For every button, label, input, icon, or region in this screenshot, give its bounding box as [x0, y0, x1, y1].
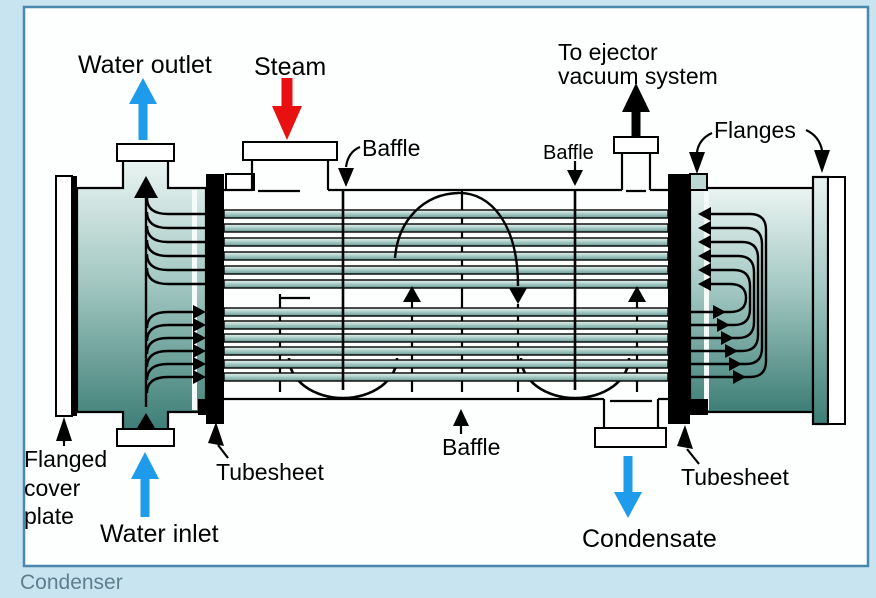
water-inlet-arrow	[131, 452, 159, 517]
tube	[223, 209, 669, 219]
flow-arrow-down	[509, 288, 527, 304]
baffle-left-pointer	[338, 168, 354, 187]
tube	[223, 320, 669, 330]
tube	[223, 359, 669, 369]
tubesheet-left-pointer	[208, 422, 224, 446]
label-tubesheet-right: Tubesheet	[681, 464, 789, 490]
flanged-cover-plate-left	[55, 175, 77, 417]
label-flanged-cover-1: Flanged	[24, 446, 107, 472]
tube-bundle	[223, 209, 669, 382]
label-flanged-cover-3: plate	[24, 503, 74, 529]
label-flanges: Flanges	[714, 117, 796, 143]
flow-arrow-up	[137, 413, 155, 428]
cover-plate-pointer	[56, 417, 72, 441]
label-tubesheet-left: Tubesheet	[216, 459, 324, 485]
steam-arrow	[272, 78, 302, 140]
waterbox-highlight	[192, 190, 197, 410]
tube	[223, 223, 669, 233]
tube	[223, 237, 669, 247]
water-outlet-flange	[116, 143, 175, 162]
tube	[223, 307, 669, 317]
ejector-vapor-arrow	[622, 83, 650, 137]
tube	[223, 265, 669, 275]
water-outlet-arrow	[129, 78, 157, 140]
label-leaders	[56, 129, 830, 465]
tube	[223, 346, 669, 356]
flow-arrow-up	[134, 176, 158, 198]
label-baffle-bottom: Baffle	[442, 434, 500, 460]
label-water-inlet: Water inlet	[100, 520, 219, 548]
tube	[223, 372, 669, 382]
flanged-cover-plate-right	[827, 176, 846, 425]
tubesheet-right-foot	[668, 399, 708, 415]
baffles	[341, 190, 577, 390]
tube	[223, 333, 669, 343]
label-steam: Steam	[254, 53, 326, 81]
label-ejector-line2: vacuum system	[558, 63, 718, 89]
shell-flange-step-left	[225, 173, 255, 191]
flanges-right-pointer	[814, 150, 830, 173]
shell-outline	[224, 136, 668, 448]
right-waterbox-flow	[690, 207, 768, 384]
steam-nozzle-flange	[242, 141, 338, 161]
waterbox-highlight	[704, 192, 709, 410]
right-water-box	[688, 186, 815, 414]
shell-flange-step-right	[689, 173, 708, 191]
condensate-nozzle-flange	[594, 427, 667, 448]
condensate-arrow	[614, 456, 642, 518]
tube	[223, 251, 669, 261]
steam-flow-path	[393, 191, 646, 304]
flow-arrow-up	[403, 286, 421, 302]
label-water-outlet: Water outlet	[78, 51, 212, 79]
label-baffle-top-right: Baffle	[543, 142, 594, 164]
right-flange-ring	[811, 175, 830, 426]
tubesheet-left-foot	[198, 399, 224, 415]
ejector-nozzle-flange	[613, 136, 659, 154]
label-baffle-top-left: Baffle	[362, 135, 420, 161]
water-inlet-flange	[116, 428, 175, 447]
label-condensate: Condensate	[582, 525, 717, 553]
left-waterbox-flow	[134, 176, 206, 428]
tube	[223, 279, 669, 289]
tubesheet-left-bar	[206, 174, 224, 424]
flanges-left-pointer	[689, 152, 705, 174]
flow-arrow-up	[628, 286, 646, 302]
left-water-box	[75, 158, 208, 432]
tubesheet-right-bar	[668, 174, 690, 424]
figure-caption: Condenser	[20, 571, 123, 594]
baffle-right-pointer	[567, 170, 583, 186]
baffle-bottom-pointer	[453, 409, 469, 426]
label-flanged-cover-2: cover	[24, 475, 81, 501]
tubesheet-right-pointer	[677, 425, 693, 449]
label-ejector-line1: To ejector	[558, 39, 658, 65]
